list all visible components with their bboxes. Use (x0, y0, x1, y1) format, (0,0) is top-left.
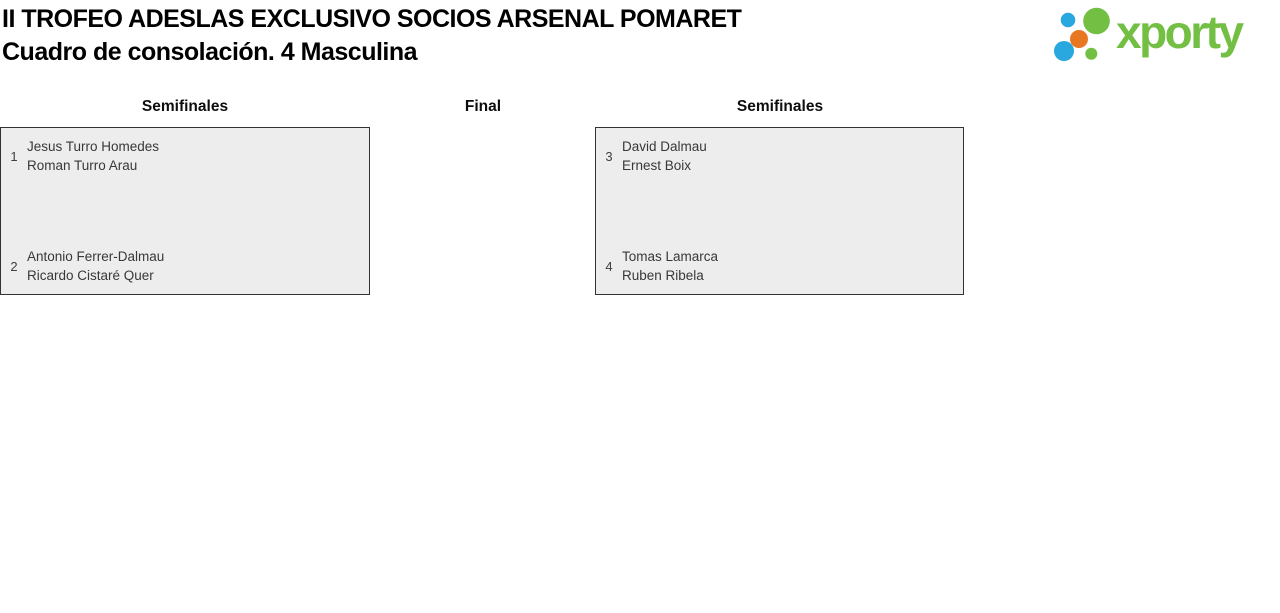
round-header-final: Final (464, 98, 502, 115)
xporty-logo[interactable]: xporty (1050, 4, 1280, 68)
team-players: Antonio Ferrer-Dalmau Ricardo Cistaré Qu… (27, 247, 164, 285)
player-name: Ernest Boix (622, 158, 692, 173)
tournament-title: II TROFEO ADESLAS EXCLUSIVO SOCIOS ARSEN… (2, 5, 742, 33)
team-row: 2 Antonio Ferrer-Dalmau Ricardo Cistaré … (1, 247, 369, 285)
seed-number: 4 (605, 258, 613, 274)
seed-number: 1 (10, 148, 18, 164)
player-name: Roman Turro Arau (27, 158, 138, 173)
logo-dot-green-small (1085, 47, 1098, 60)
seed-number: 3 (605, 148, 613, 164)
xporty-wordmark: xporty (1116, 6, 1245, 58)
match-box-semifinal-2: 3 David Dalmau Ernest Boix 4 Tomas Lamar… (595, 127, 964, 295)
player-name: Antonio Ferrer-Dalmau (27, 249, 165, 264)
team-row: 4 Tomas Lamarca Ruben Ribela (596, 247, 963, 285)
round-header-semifinals-right: Semifinales (736, 98, 824, 115)
page-title: II TROFEO ADESLAS EXCLUSIVO SOCIOS ARSEN… (2, 3, 742, 69)
seed-number: 2 (10, 258, 18, 274)
team-row: 3 David Dalmau Ernest Boix (596, 137, 963, 175)
logo-dot-green-large (1083, 7, 1110, 35)
bracket-subtitle: Cuadro de consolación. 4 Masculina (2, 38, 418, 66)
team-players: Jesus Turro Homedes Roman Turro Arau (27, 137, 159, 175)
player-name: Ricardo Cistaré Quer (27, 268, 154, 283)
player-name: David Dalmau (622, 139, 707, 154)
player-name: Ruben Ribela (622, 268, 704, 283)
xporty-logo-graphic: xporty (1054, 6, 1247, 61)
team-players: Tomas Lamarca Ruben Ribela (622, 247, 718, 285)
team-row: 1 Jesus Turro Homedes Roman Turro Arau (1, 137, 369, 175)
logo-dot-blue-large (1054, 41, 1074, 61)
player-name: Jesus Turro Homedes (27, 139, 160, 154)
team-players: David Dalmau Ernest Boix (622, 137, 707, 175)
logo-dot-orange (1070, 30, 1088, 48)
round-header-semifinals-left: Semifinales (141, 98, 229, 115)
player-name: Tomas Lamarca (622, 249, 719, 264)
match-box-semifinal-1: 1 Jesus Turro Homedes Roman Turro Arau 2… (0, 127, 370, 295)
logo-dot-blue-small (1060, 12, 1076, 28)
